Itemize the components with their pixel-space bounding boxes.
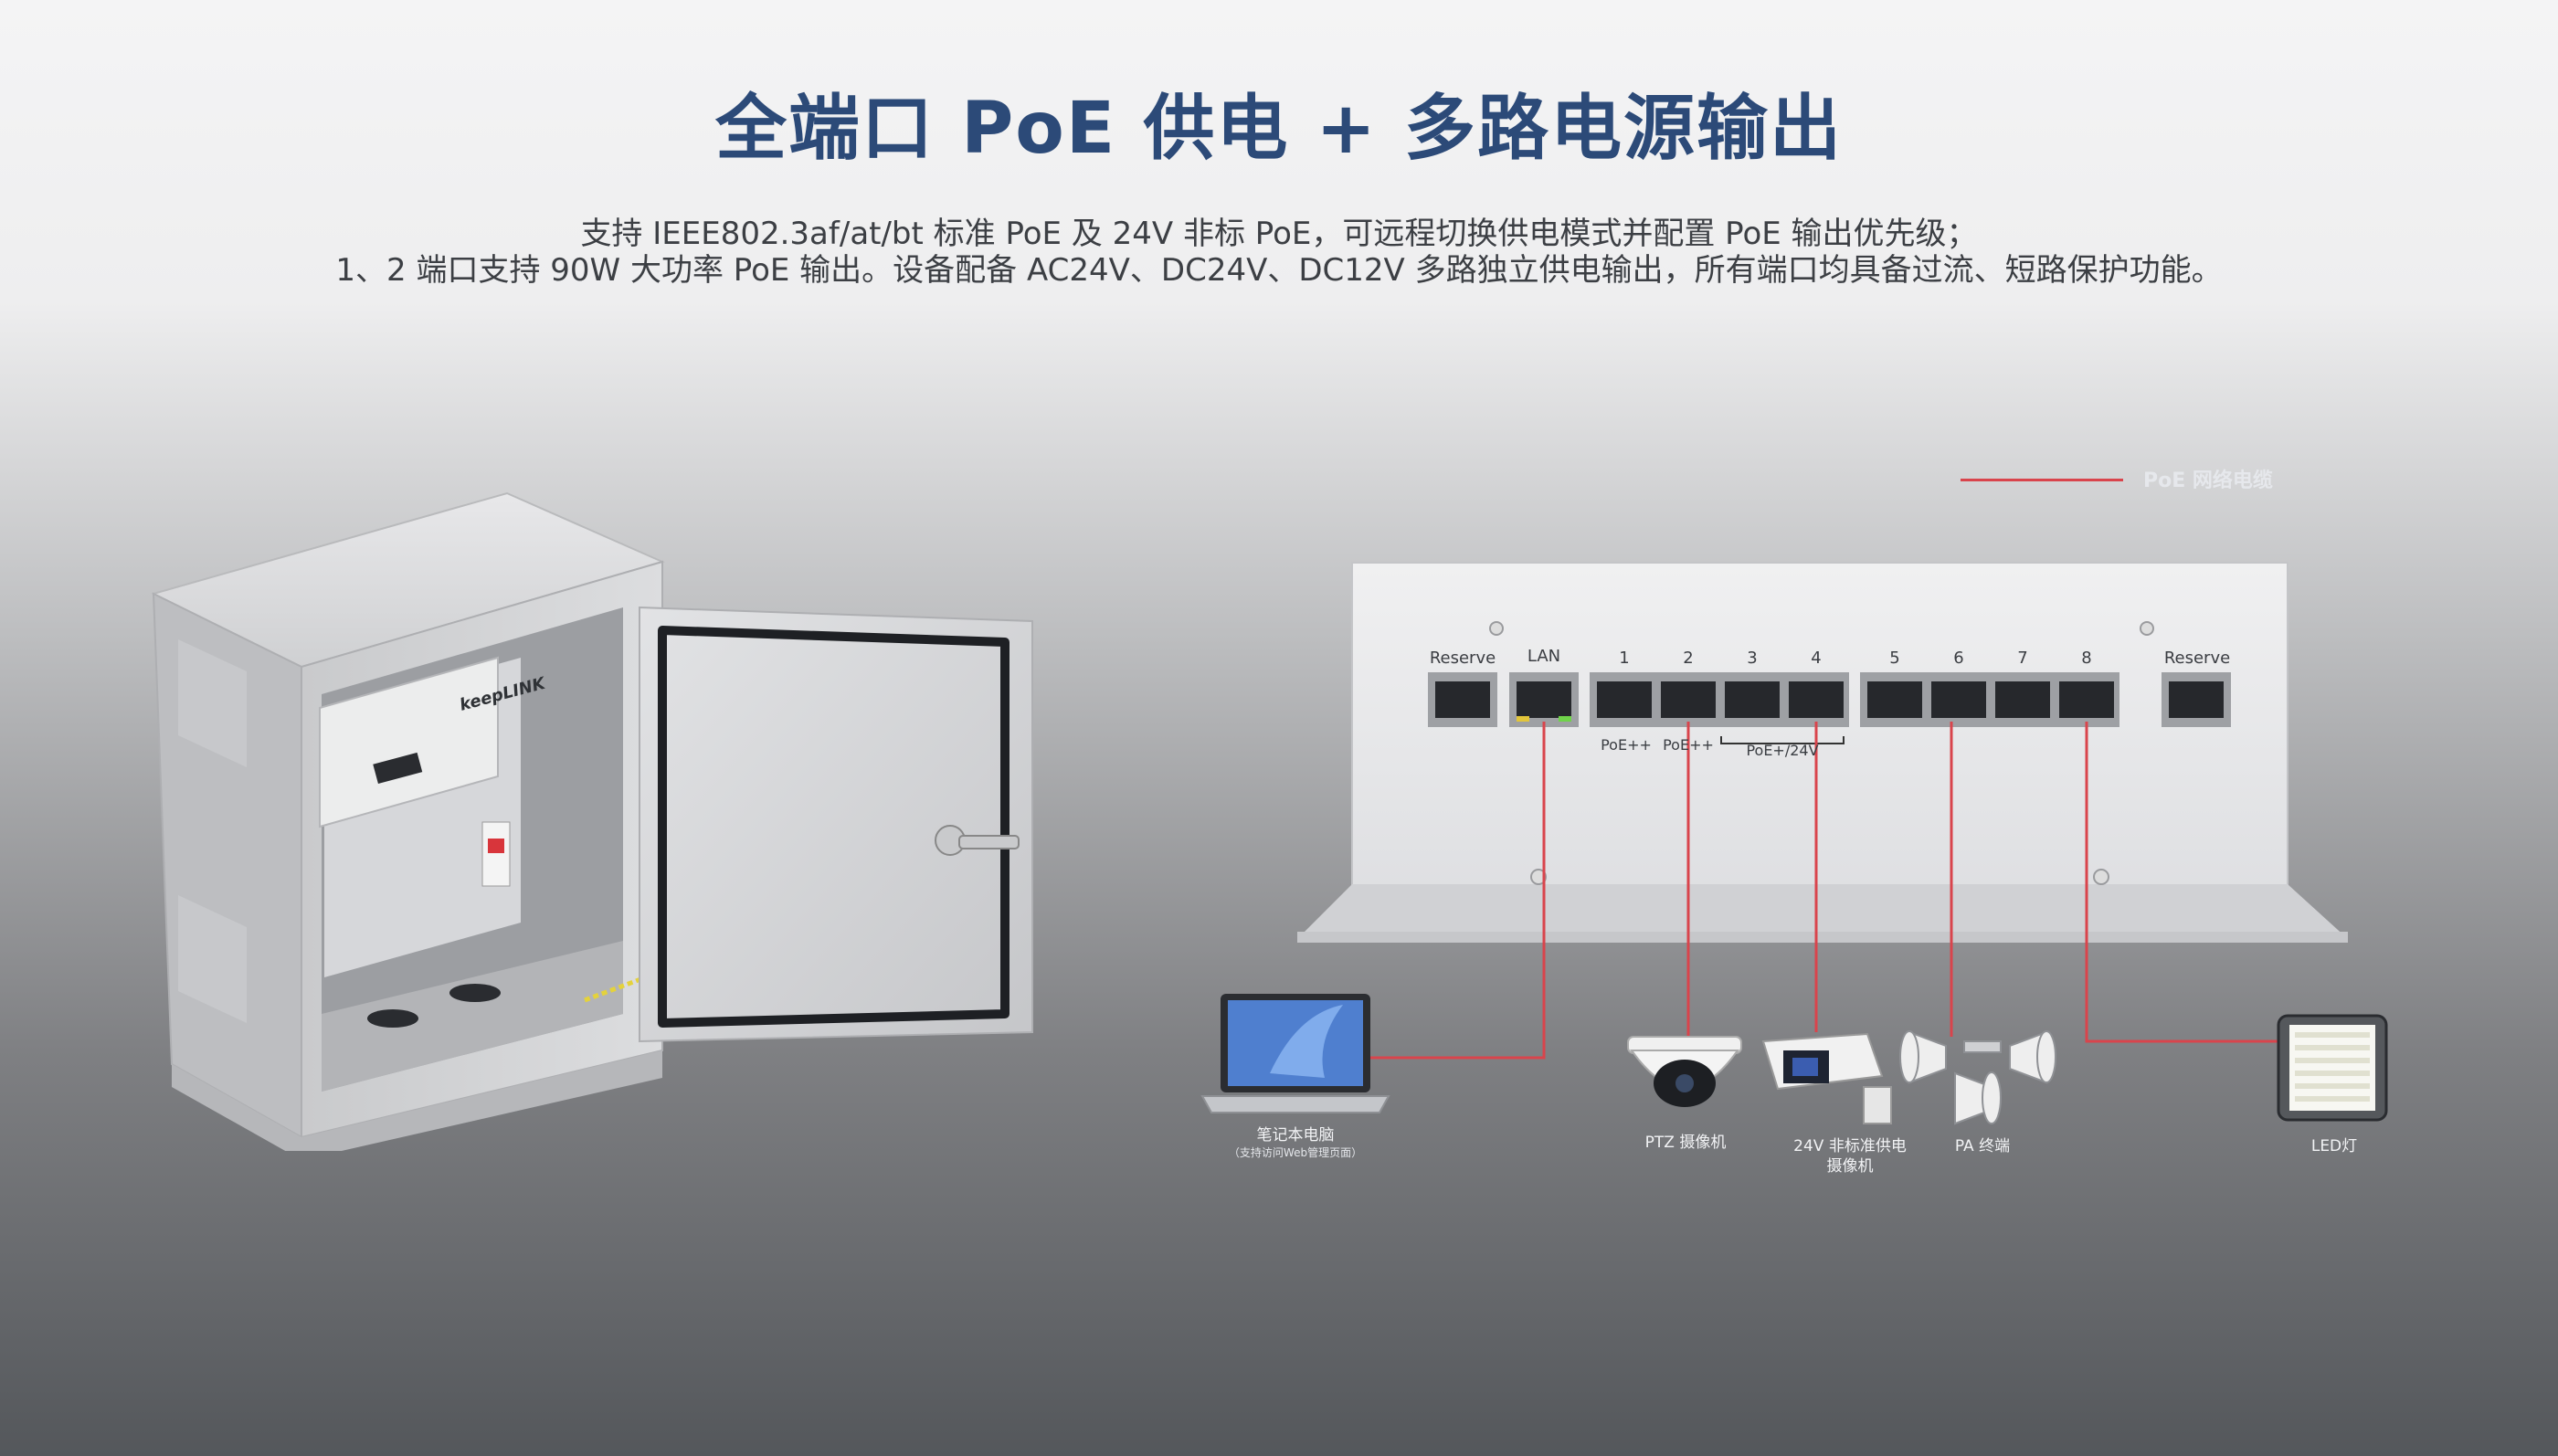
page-title: 全端口 PoE 供电 + 多路电源输出 bbox=[714, 88, 1843, 170]
switch-body bbox=[1351, 562, 2288, 938]
pa-label: PA 终端 bbox=[1954, 1137, 2011, 1155]
nonstd-cam-label-1: 24V 非标准供电 bbox=[1793, 1137, 1907, 1155]
port-label: 7 bbox=[2017, 649, 2028, 668]
port-label: 6 bbox=[1953, 649, 1964, 668]
description-line-1: 支持 IEEE802.3af/at/bt 标准 PoE 及 24V 非标 PoE… bbox=[580, 216, 1978, 252]
legend-cable-line bbox=[1961, 479, 2123, 481]
legend-label: PoE 网络电缆 bbox=[2143, 470, 2273, 492]
reserve-right-label: Reserve bbox=[2163, 649, 2231, 668]
rj45-port-icon bbox=[2162, 672, 2231, 727]
port-label: 8 bbox=[2081, 649, 2092, 668]
led-label: LED灯 bbox=[2310, 1137, 2358, 1155]
port-label: 1 bbox=[1619, 649, 1630, 668]
port-label: 5 bbox=[1889, 649, 1900, 668]
box-camera-icon bbox=[1761, 1032, 1892, 1124]
screw-icon bbox=[1530, 869, 1547, 885]
screw-icon bbox=[2093, 869, 2109, 885]
port-group-label: PoE++ bbox=[1601, 736, 1652, 754]
poe-cables bbox=[1370, 722, 2284, 1060]
screw-icon bbox=[2140, 621, 2154, 636]
laptop-sublabel: （支持访问Web管理页面） bbox=[1228, 1146, 1363, 1159]
port-label: 4 bbox=[1811, 649, 1822, 668]
rj45-port-icon bbox=[1509, 672, 1579, 727]
speaker-horn-icon bbox=[1899, 1030, 2056, 1125]
dome-camera-icon bbox=[1627, 1036, 1742, 1107]
screw-icon bbox=[1489, 621, 1504, 636]
port-label: 2 bbox=[1683, 649, 1694, 668]
ptz-label: PTZ 摄像机 bbox=[1644, 1134, 1727, 1152]
led-flood-light-icon bbox=[2277, 1014, 2388, 1122]
port-label: 3 bbox=[1747, 649, 1758, 668]
port-group-label: PoE++ bbox=[1663, 736, 1714, 754]
laptop-icon bbox=[1200, 994, 1390, 1113]
nonstd-cam-label-2: 摄像机 bbox=[1826, 1157, 1874, 1176]
enclosure-illustration: keepLINK bbox=[151, 491, 1033, 1151]
laptop-label: 笔记本电脑 bbox=[1256, 1126, 1335, 1145]
reserve-left-label: Reserve bbox=[1429, 649, 1496, 668]
rj45-port-icon bbox=[1428, 672, 1497, 727]
description-line-2: 1、2 端口支持 90W 大功率 PoE 输出。设备配备 AC24V、DC24V… bbox=[335, 252, 2223, 289]
lan-label: LAN bbox=[1527, 647, 1561, 666]
port-group-label: PoE+/24V bbox=[1746, 742, 1819, 759]
